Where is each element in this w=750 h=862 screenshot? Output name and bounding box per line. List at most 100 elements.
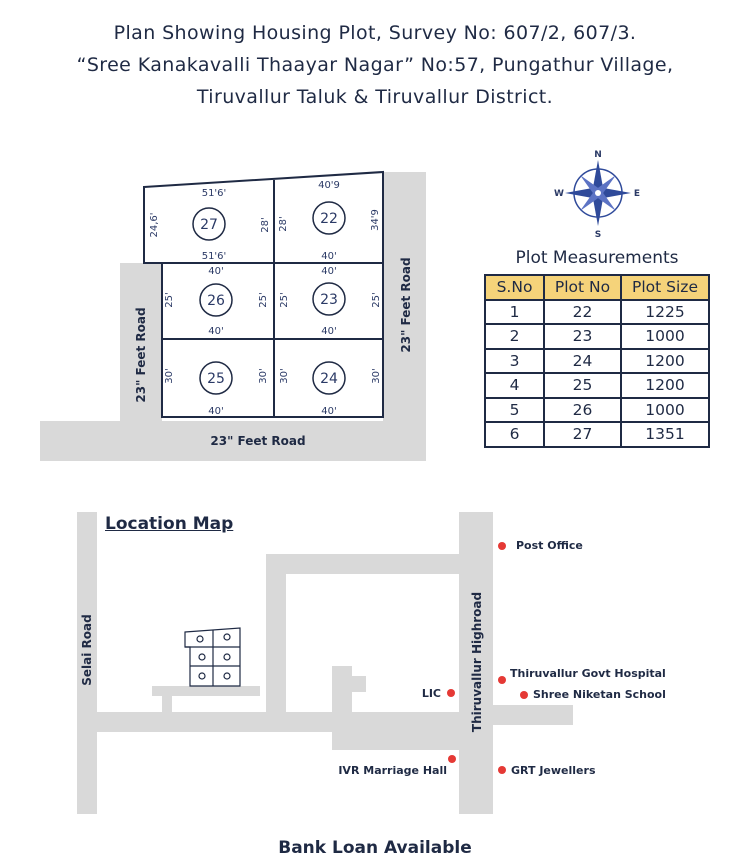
dimension-label: 40' bbox=[321, 251, 336, 262]
marker-dot-icon bbox=[447, 689, 455, 697]
location-map-title: Location Map bbox=[105, 514, 234, 534]
compass-rose-icon bbox=[565, 160, 631, 226]
plot-circle bbox=[312, 282, 346, 316]
measurements-title: Plot Measurements bbox=[515, 248, 679, 268]
table-cell: 4 bbox=[484, 372, 545, 399]
place-school: Shree Niketan School bbox=[533, 688, 666, 701]
table-cell: 1000 bbox=[620, 323, 710, 350]
table-cell: 27 bbox=[543, 421, 622, 448]
table-row: 6 27 1351 bbox=[484, 421, 710, 448]
dimension-label: 28' bbox=[278, 216, 289, 231]
map-road bbox=[493, 705, 573, 725]
dimension-label: 25' bbox=[279, 292, 290, 307]
dimension-label: 40' bbox=[321, 326, 336, 337]
dimension-label: 25' bbox=[258, 292, 269, 307]
table-cell: 1225 bbox=[620, 298, 710, 325]
table-header-row: S.No Plot No Plot Size bbox=[484, 274, 710, 301]
plot-circle bbox=[312, 201, 346, 235]
table-cell: 3 bbox=[484, 347, 545, 374]
plan-roads bbox=[40, 172, 426, 461]
dimension-label: 40' bbox=[321, 266, 336, 277]
table-row: 1 22 1225 bbox=[484, 298, 710, 325]
plot-circle bbox=[312, 361, 346, 395]
dimension-label: 40' bbox=[208, 266, 223, 277]
plot-circle bbox=[192, 207, 226, 241]
marker-dot-icon bbox=[498, 766, 506, 774]
highroad-label: Thiruvallur Highroad bbox=[470, 592, 484, 732]
compass-west: W bbox=[554, 189, 564, 199]
table-row: 5 26 1000 bbox=[484, 396, 710, 423]
bank-loan-note: Bank Loan Available bbox=[278, 838, 472, 858]
map-road bbox=[286, 554, 459, 574]
plot-outlines bbox=[143, 170, 384, 418]
dimension-label: 25' bbox=[371, 292, 382, 307]
map-road bbox=[459, 512, 493, 814]
table-cell: 1 bbox=[484, 298, 545, 325]
plot-number: 22 bbox=[320, 211, 338, 227]
compass-south: S bbox=[595, 230, 601, 240]
plot-number: 25 bbox=[207, 371, 225, 387]
measurements-table: S.No Plot No Plot Size 1 22 1225 2 23 10… bbox=[484, 274, 710, 448]
table-cell: 23 bbox=[543, 323, 622, 350]
table-cell: 1200 bbox=[620, 347, 710, 374]
table-cell: 2 bbox=[484, 323, 545, 350]
road-bottom bbox=[40, 421, 426, 461]
title-line-1: Plan Showing Housing Plot, Survey No: 60… bbox=[113, 22, 637, 44]
compass-east: E bbox=[634, 189, 640, 199]
dimension-label: 40' bbox=[321, 406, 336, 417]
table-cell: 1200 bbox=[620, 372, 710, 399]
column-header: Plot Size bbox=[620, 274, 710, 301]
dimension-label: 30' bbox=[258, 368, 269, 383]
marker-dot-icon bbox=[520, 691, 528, 699]
table-cell: 6 bbox=[484, 421, 545, 448]
table-cell: 24 bbox=[543, 347, 622, 374]
dimension-label: 40'9 bbox=[318, 180, 340, 191]
dimension-label: 28' bbox=[260, 217, 271, 232]
table-cell: 1351 bbox=[620, 421, 710, 448]
table-row: 4 25 1200 bbox=[484, 372, 710, 399]
dimension-label: 30' bbox=[164, 368, 175, 383]
plot-circle bbox=[199, 361, 233, 395]
place-post-office: Post Office bbox=[516, 539, 583, 552]
dimension-label: 30' bbox=[371, 368, 382, 383]
table-cell: 22 bbox=[543, 298, 622, 325]
plot-circle bbox=[199, 283, 233, 317]
map-road bbox=[162, 696, 172, 712]
title-line-3: Tiruvallur Taluk & Tiruvallur District. bbox=[196, 86, 554, 108]
road-left bbox=[120, 263, 162, 421]
dimension-label: 30' bbox=[279, 368, 290, 383]
map-roads bbox=[77, 512, 573, 814]
marker-dot-icon bbox=[498, 676, 506, 684]
map-road bbox=[332, 666, 352, 750]
selai-road-label: Selai Road bbox=[80, 614, 94, 685]
map-road bbox=[352, 676, 366, 692]
map-road bbox=[152, 686, 260, 696]
compass-north: N bbox=[594, 150, 602, 160]
dimension-label: 34'9 bbox=[370, 209, 381, 231]
map-road bbox=[266, 554, 286, 712]
plot-number: 24 bbox=[320, 371, 338, 387]
title-line-2: “Sree Kanakavalli Thaayar Nagar” No:57, … bbox=[76, 54, 674, 76]
dimension-label: 51'6' bbox=[202, 251, 227, 262]
map-road bbox=[97, 712, 480, 732]
table-cell: 5 bbox=[484, 396, 545, 423]
place-ivr: IVR Marriage Hall bbox=[338, 764, 447, 777]
plot-number: 23 bbox=[320, 292, 338, 308]
dimension-label: 40' bbox=[208, 406, 223, 417]
map-road bbox=[77, 512, 97, 814]
plot-circles bbox=[192, 201, 346, 395]
table-cell: 25 bbox=[543, 372, 622, 399]
marker-dot-icon bbox=[498, 542, 506, 550]
table-row: 3 24 1200 bbox=[484, 347, 710, 374]
table-cell: 26 bbox=[543, 396, 622, 423]
column-header: S.No bbox=[484, 274, 545, 301]
map-road bbox=[352, 730, 459, 750]
plot-number: 26 bbox=[207, 293, 225, 309]
road-left-label: 23" Feet Road bbox=[134, 307, 148, 402]
dimension-label: 40' bbox=[208, 326, 223, 337]
road-right bbox=[383, 172, 426, 421]
dimension-label: 25' bbox=[164, 292, 175, 307]
place-grt: GRT Jewellers bbox=[511, 764, 596, 777]
dimension-label: 24,6' bbox=[149, 212, 160, 237]
